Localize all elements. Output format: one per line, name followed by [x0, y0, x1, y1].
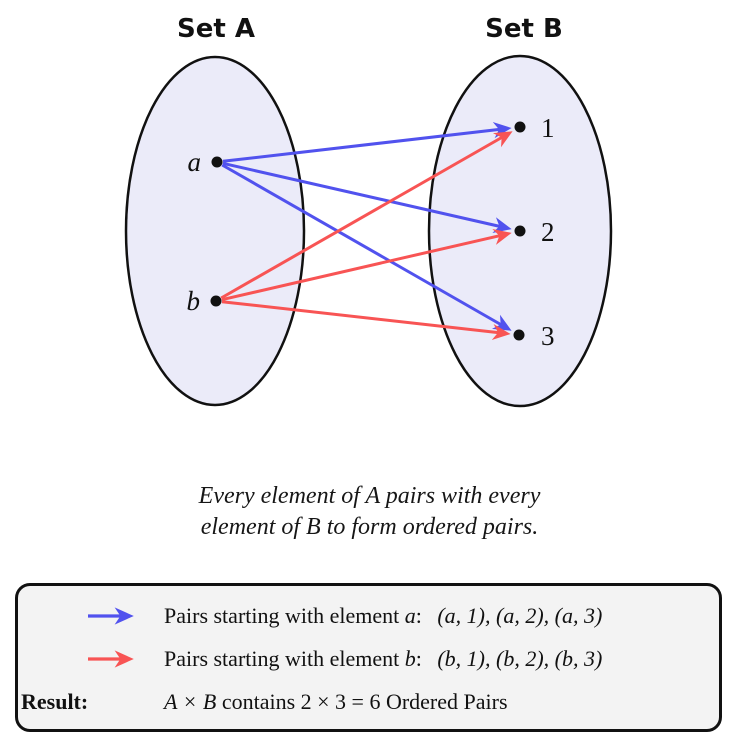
blue-arrow-icon	[88, 606, 134, 625]
result-statement: contains 2 × 3 = 6 Ordered Pairs	[221, 688, 508, 714]
set-b-title: Set B	[485, 14, 563, 44]
element-label-1: 1	[541, 113, 555, 143]
caption-line-1: Every element of A pairs with every	[198, 483, 541, 509]
red-arrow-icon	[88, 649, 134, 668]
arrow-b-to-1	[220, 131, 513, 300]
element-dot-3	[513, 329, 525, 341]
arrow-a-to-3	[221, 163, 512, 331]
arrow-b-to-3	[221, 300, 511, 341]
sets-mapping-figure: Set A Set B a b 1 2 3	[124, 14, 613, 408]
result-key: Result:	[18, 689, 150, 715]
arrow-a-to-1	[222, 122, 512, 163]
element-label-b: b	[187, 286, 201, 316]
element-dot-a	[211, 156, 223, 168]
figure-caption: Every element of A pairs with every elem…	[0, 481, 739, 543]
arrow-b-to-2	[221, 229, 512, 302]
element-label-a: a	[188, 147, 202, 177]
legend-b-variable: b	[404, 645, 416, 671]
legend-a-variable: a	[404, 602, 416, 628]
result-label: Result:	[21, 688, 89, 714]
legend-b-prefix: Pairs starting with element	[164, 645, 400, 671]
legend-key-a	[18, 606, 150, 625]
set-a-ellipse	[124, 55, 306, 407]
legend-text-a: Pairs starting with element a: (a, 1), (…	[164, 603, 602, 629]
legend-b-pairs: (b, 1), (b, 2), (b, 3)	[437, 645, 603, 671]
arrow-a-to-2	[222, 161, 512, 233]
result-expression: A × B	[164, 688, 217, 714]
result-text: A × B contains 2 × 3 = 6 Ordered Pairs	[164, 689, 508, 715]
legend-row-result: Result: A × B contains 2 × 3 = 6 Ordered…	[18, 680, 719, 723]
legend-text-b: Pairs starting with element b: (b, 1), (…	[164, 646, 602, 672]
legend-a-prefix: Pairs starting with element	[164, 602, 400, 628]
legend-row-pairs-b: Pairs starting with element b: (b, 1), (…	[18, 637, 719, 680]
legend-key-b	[18, 649, 150, 668]
legend-row-pairs-a: Pairs starting with element a: (a, 1), (…	[18, 594, 719, 637]
legend-a-separator: :	[415, 602, 422, 628]
legend-box: Pairs starting with element a: (a, 1), (…	[15, 583, 722, 732]
legend-a-pairs: (a, 1), (a, 2), (a, 3)	[437, 602, 603, 628]
legend-b-separator: :	[415, 645, 422, 671]
caption-line-2: element of B to form ordered pairs.	[200, 514, 539, 540]
element-label-3: 3	[541, 321, 555, 351]
set-a-title: Set A	[177, 14, 255, 44]
element-dot-2	[514, 225, 526, 237]
element-dot-1	[514, 121, 526, 133]
element-label-2: 2	[541, 217, 555, 247]
element-dot-b	[210, 295, 222, 307]
